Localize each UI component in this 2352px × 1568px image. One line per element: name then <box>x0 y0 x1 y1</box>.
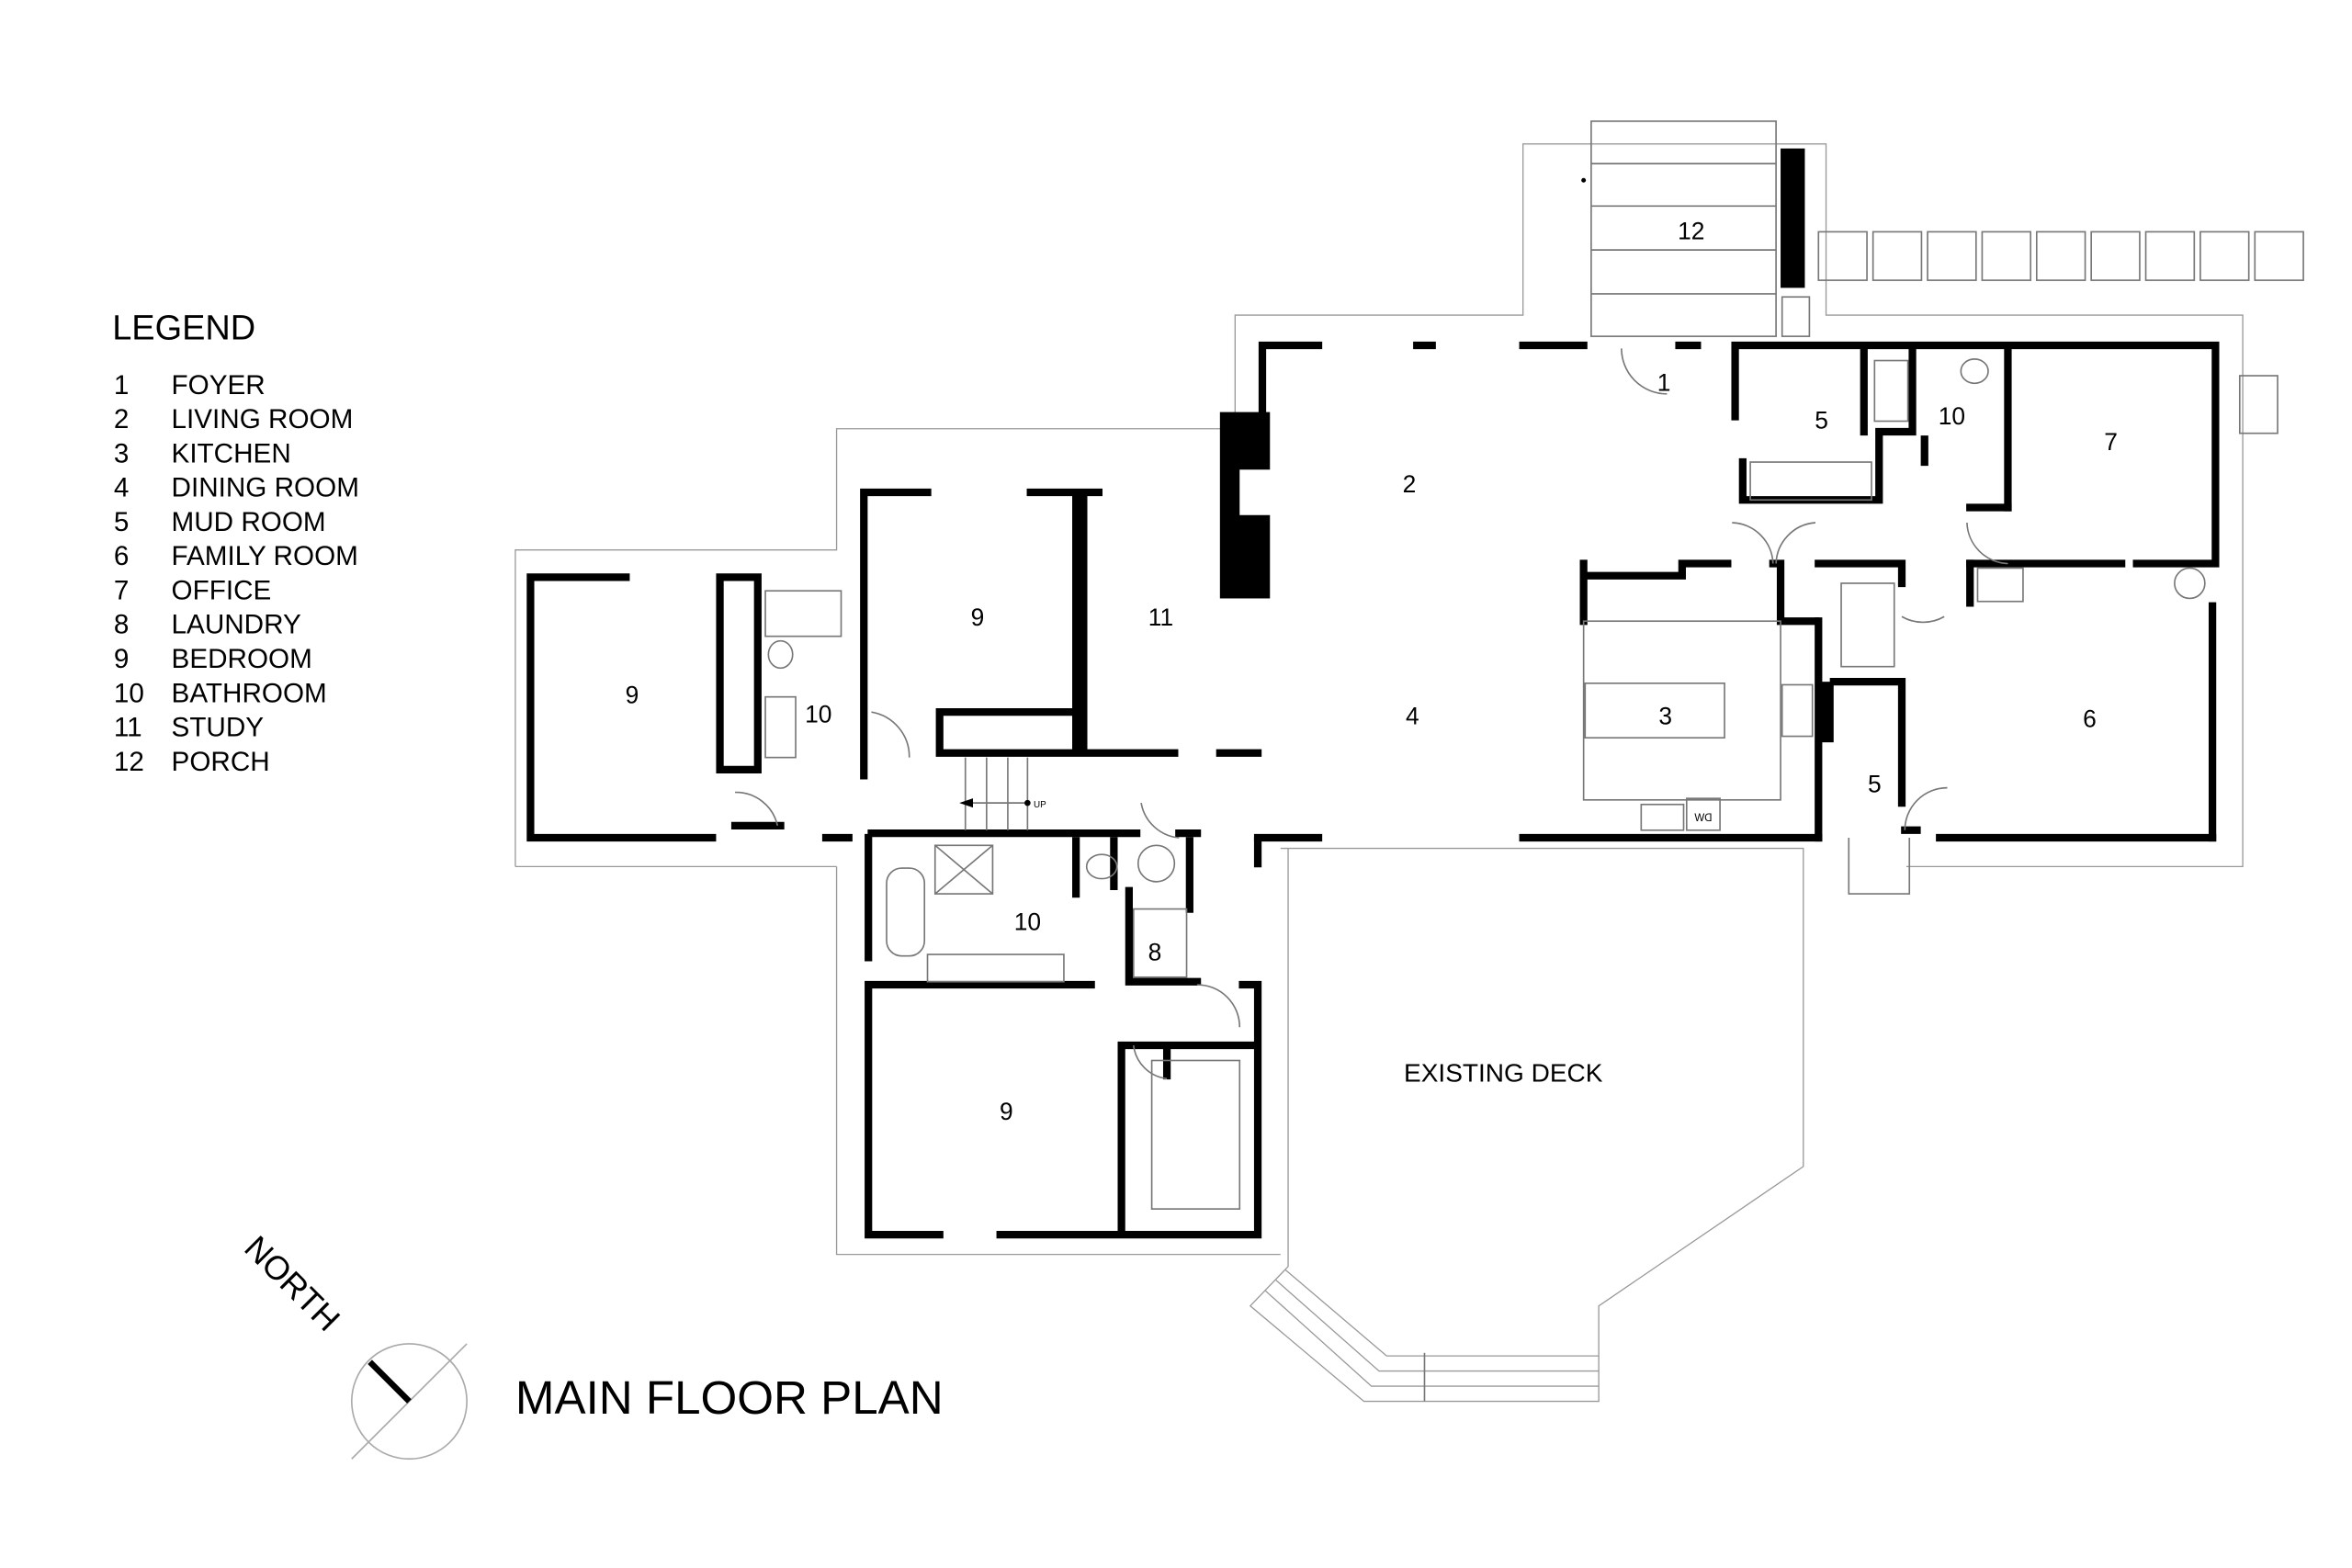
legend-label: PORCH <box>172 747 270 777</box>
legend-label: STUDY <box>172 713 265 743</box>
legend-label: MUD ROOM <box>172 507 326 537</box>
walls <box>526 341 2220 1239</box>
legend-label: LIVING ROOM <box>172 404 354 434</box>
room-bath-top: 10 <box>1939 402 1965 430</box>
existing-deck: EXISTING DECK <box>1249 847 1804 1403</box>
room-bath-lower: 10 <box>1014 908 1041 936</box>
footprint-outline <box>514 143 2244 1256</box>
legend-number: 10 <box>114 678 144 708</box>
fixtures: DW UP <box>735 348 2206 1210</box>
dishwasher-label: DW <box>1694 813 1712 824</box>
legend-label: FOYER <box>172 370 266 400</box>
deck-label: EXISTING DECK <box>1404 1059 1603 1088</box>
room-kitchen: 3 <box>1658 702 1672 729</box>
legend-number: 8 <box>114 610 130 640</box>
legend-number: 1 <box>114 370 130 400</box>
room-living: 2 <box>1403 470 1417 498</box>
room-bedroom-left: 9 <box>626 681 639 708</box>
legend-number: 12 <box>114 747 144 777</box>
room-dining: 4 <box>1406 702 1419 729</box>
room-bedroom-mid: 9 <box>971 604 985 631</box>
legend: LEGEND 1 FOYER 2 LIVING ROOM 3 KITCHEN 4 DINING… <box>112 309 359 776</box>
room-office: 7 <box>2104 428 2118 456</box>
legend-label: FAMILY ROOM <box>172 541 358 571</box>
room-foyer: 1 <box>1657 369 1671 397</box>
room-porch: 12 <box>1678 218 1704 245</box>
legend-number: 11 <box>114 713 142 743</box>
room-study: 11 <box>1148 604 1173 631</box>
legend-label: OFFICE <box>172 575 272 605</box>
room-laundry: 8 <box>1148 939 1162 966</box>
legend-number: 4 <box>114 473 130 503</box>
stair-up-label: UP <box>1034 800 1046 810</box>
room-labels: 12 1 5 10 7 2 4 3 5 6 11 9 9 10 10 8 9 <box>626 218 2118 1125</box>
porch <box>1581 120 2304 434</box>
legend-number: 7 <box>114 575 130 605</box>
north-arrow: NORTH <box>237 1228 468 1461</box>
legend-title: LEGEND <box>112 309 255 347</box>
legend-label: LAUNDRY <box>172 610 301 640</box>
legend-label: BEDROOM <box>172 644 312 674</box>
legend-number: 6 <box>114 541 130 571</box>
legend-label: DINING ROOM <box>172 473 359 503</box>
legend-number: 9 <box>114 644 130 674</box>
legend-number: 2 <box>114 404 130 434</box>
room-mud-top: 5 <box>1815 407 1828 434</box>
legend-number: 3 <box>114 438 130 468</box>
legend-label: BATHROOM <box>172 678 327 708</box>
room-bedroom-lower: 9 <box>1000 1098 1013 1125</box>
plan-title: MAIN FLOOR PLAN <box>515 1371 944 1424</box>
room-mud-side: 5 <box>1868 771 1882 798</box>
room-bath-left: 10 <box>805 701 831 728</box>
north-label: NORTH <box>237 1228 347 1338</box>
room-family: 6 <box>2083 705 2097 733</box>
stepping-stones <box>1817 231 2304 434</box>
stair: UP <box>959 757 1046 830</box>
legend-number: 5 <box>114 507 130 537</box>
legend-label: KITCHEN <box>172 438 291 468</box>
